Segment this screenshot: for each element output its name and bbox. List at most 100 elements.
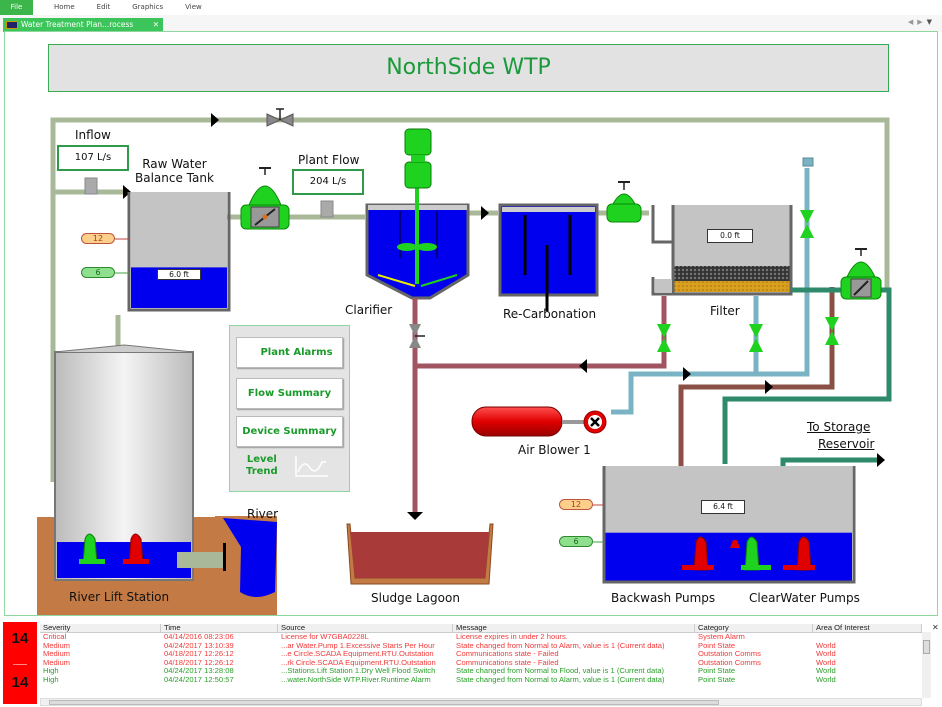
column-category[interactable]: Category [695,624,813,632]
menu-graphics[interactable]: Graphics [132,3,164,11]
menu-file[interactable]: File [0,0,33,15]
tab-process-overview[interactable]: Water Treatment Plan...rocess Overview ✕ [3,18,163,43]
column-area[interactable]: Area Of Interest [813,624,922,632]
process-graphics [37,108,892,615]
raw-tank-low-setpoint[interactable]: 6 [81,267,115,278]
column-severity[interactable]: Severity [40,624,161,632]
isolation-valve-icon [800,210,814,238]
control-valve-icon [840,248,882,300]
close-icon[interactable]: ✕ [152,20,159,29]
alarm-message: Communications state - Failed [456,658,559,667]
tab-prev-icon[interactable]: ◀ [907,18,918,26]
raw-tank-high-setpoint[interactable]: 12 [81,233,115,244]
menu-bar: File Home Edit Graphics View [0,0,942,15]
label-air-blower: Air Blower 1 [518,443,591,457]
sludge-valve-icon [409,324,425,348]
plant-flow-value: 204 L/s [292,169,364,195]
isolation-valve-icon [749,324,763,352]
device-summary-button[interactable]: Device Summary [236,416,343,447]
menu-home[interactable]: Home [54,3,75,11]
column-message[interactable]: Message [453,624,695,632]
alarm-area: World [816,658,836,667]
flow-meter-icon [84,177,98,195]
label-to-storage[interactable]: To Storage [807,420,871,434]
plant-title: NorthSide WTP [48,44,889,92]
alarm-time: 04/14/2016 08:23:06 [164,633,234,641]
clearwell-tank [593,466,856,584]
alarm-source: ...ar Water.Pump 1.Excessive Starts Per … [281,641,435,650]
label-backwash-pumps: Backwash Pumps [611,591,716,605]
clearwell-high-setpoint[interactable]: 12 [559,499,593,510]
alarm-time: 04/18/2017 12:26:12 [164,658,234,667]
alarm-category: Outstation Comms [698,650,761,659]
close-icon[interactable]: ✕ [932,623,939,632]
backwash-pump-icon [682,536,714,571]
flow-meter-icon [320,200,334,218]
label-raw-water-tank: Raw Water Balance Tank [135,157,214,185]
alarm-list: Severity Time Source Message Category Ar… [40,624,922,685]
inflow-value: 107 L/s [57,145,129,171]
alarm-banner: 14 14 Severity Time Source Message Categ… [0,620,942,707]
tab-navigation: ◀▶▼ [908,18,936,26]
tab-list-icon[interactable]: ▼ [926,18,936,26]
level-trend-label[interactable]: Level Trend [246,454,278,477]
flow-arrow-icon [481,206,489,220]
trend-chart-icon[interactable] [294,454,330,478]
recarbonation-tank [498,203,599,311]
label-recarbonation: Re-Carbonation [503,307,597,321]
isolation-valve-icon [825,317,839,345]
column-time[interactable]: Time [161,624,278,632]
isolation-valve-icon [657,324,671,352]
alarm-severity: Medium [43,658,71,667]
label-river: River [247,507,279,521]
alarm-time: 04/24/2017 13:10:39 [164,641,234,650]
alarm-area: World [816,675,836,684]
alarm-message: Communications state - Failed [456,650,559,659]
tab-bar: Water Treatment Plan...rocess Overview ✕… [0,15,942,43]
alarm-area [813,633,922,642]
hand-valve-icon [266,108,294,127]
alarm-count-badge[interactable]: 14 14 [3,622,37,704]
column-source[interactable]: Source [278,624,453,632]
alarm-category: System Alarm [698,633,745,641]
label-plant-flow: Plant Flow [298,153,360,167]
label-river-lift-station: River Lift Station [69,590,170,604]
filter-tank [651,205,793,296]
alarm-category: Point State [698,667,736,676]
alarm-source: ...water.NorthSide WTP.River.Runtime Ala… [281,675,431,684]
pump-running-icon [79,533,105,564]
flow-summary-button[interactable]: Flow Summary [236,378,343,409]
menu-view[interactable]: View [185,3,202,11]
clearwell-low-setpoint[interactable]: 6 [559,536,593,547]
mimic-icon [6,21,18,29]
flow-arrow-icon [765,380,773,394]
clearwell-level-value: 6.4 ft [701,500,745,514]
pump-stopped-icon [123,533,149,564]
alarm-source: License for W7GBA0228L [281,633,369,641]
alarm-vertical-scrollbar[interactable] [922,632,931,698]
control-valve-icon [240,167,290,230]
alarm-horizontal-scrollbar[interactable] [40,698,922,706]
alarm-severity: Medium [43,650,71,659]
label-reservoir[interactable]: Reservoir [818,437,875,451]
gate-valve-icon [606,181,642,223]
flow-arrow-icon [683,367,691,381]
alarm-severity: High [43,667,59,676]
filter-level-value: 0.0 ft [707,229,753,243]
plant-alarms-button[interactable]: Plant Alarms [236,337,343,368]
flow-arrow-icon [877,453,885,467]
alarm-time: 04/18/2017 12:26:12 [164,650,234,659]
clearwater-pump-running-icon [741,536,771,571]
label-inflow: Inflow [75,128,111,142]
tab-next-icon[interactable]: ▶ [917,18,927,26]
menu-edit[interactable]: Edit [96,3,111,11]
raw-water-tank [115,192,231,312]
alarm-category: Point State [698,675,736,684]
clearwater-pump-stopped-icon [783,536,815,571]
